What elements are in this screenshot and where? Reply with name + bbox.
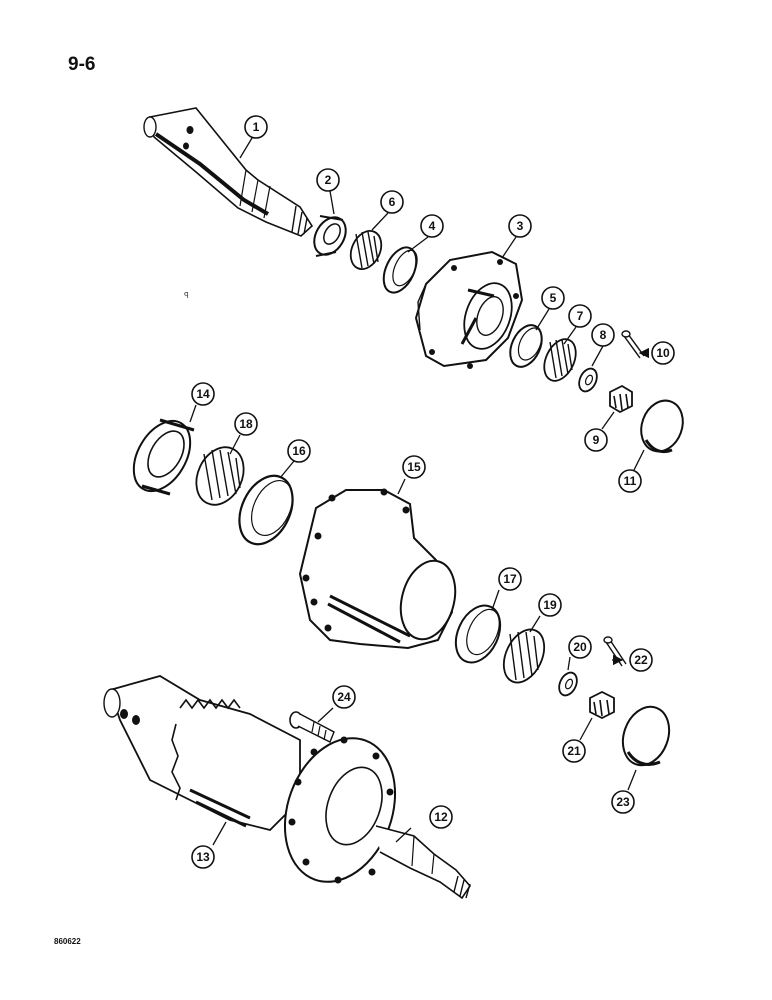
callout-label: 17 [503,572,517,586]
callout-label: 12 [434,810,448,824]
stray-mark: ꟼ [184,291,189,300]
callout-label: 22 [634,653,648,667]
callout-1: 1 [244,115,268,139]
callout-label: 2 [325,173,332,187]
callout-7: 7 [568,304,592,328]
callout-label: 4 [429,219,436,233]
hub-part-15 [298,488,457,650]
callout-18: 18 [234,412,258,436]
callout-label: 7 [577,309,584,323]
callout-15: 15 [402,455,426,479]
seal-part-14 [132,418,195,496]
figure-code: 860622 [54,937,81,946]
callout-label: 23 [616,795,630,809]
bearing-cone-part-18 [195,446,245,506]
callout-label: 9 [593,433,600,447]
callout-label: 21 [567,744,581,758]
bearing-cone-part-7 [543,338,577,382]
callout-label: 16 [292,444,306,458]
bearing-cup-part-4 [382,246,418,294]
page-number: 9-6 [68,54,96,75]
castle-nut-part-9 [609,384,633,414]
washer-part-8 [578,367,598,393]
callout-17: 17 [498,567,522,591]
callout-11: 11 [618,469,642,493]
callout-19: 19 [538,593,562,617]
callout-2: 2 [316,168,340,192]
spindle-flange-part-12 [283,736,472,900]
dust-cap-part-11 [640,399,684,454]
callout-24: 24 [332,685,356,709]
seal-part-2 [313,215,347,257]
callout-label: 3 [517,219,524,233]
bearing-cup-part-5 [509,324,543,368]
callout-label: 6 [389,195,396,209]
spindle-shaft-part-1 [143,107,314,237]
callout-label: 5 [550,291,557,305]
callout-5: 5 [541,286,565,310]
castle-nut-part-21 [589,690,615,720]
bolt-part-24 [289,711,335,743]
callout-22: 22 [629,648,653,672]
callout-12: 12 [429,805,453,829]
bearing-cone-part-6 [349,230,383,270]
cotter-pin-part-10 [621,330,645,359]
callout-14: 14 [191,382,215,406]
callout-label: 10 [656,346,670,360]
callout-21: 21 [562,739,586,763]
callout-label: 24 [337,690,351,704]
callout-label: 19 [543,598,557,612]
dust-cap-part-23 [621,705,671,767]
callout-9: 9 [584,428,608,452]
callout-3: 3 [508,214,532,238]
callout-label: 18 [239,417,253,431]
callout-label: 11 [624,474,637,488]
bearing-cone-part-19 [502,628,546,684]
callout-10: 10 [651,341,675,365]
callout-label: 15 [407,460,421,474]
callout-20: 20 [568,635,592,659]
cotter-pin-part-22 [603,636,627,667]
callout-8: 8 [591,323,615,347]
callout-label: 13 [196,850,210,864]
callout-6: 6 [380,190,404,214]
callout-label: 20 [573,640,587,654]
callout-23: 23 [611,790,635,814]
callout-label: 14 [196,387,210,401]
hub-part-3 [414,250,524,369]
washer-part-20 [558,671,578,697]
callout-4: 4 [420,214,444,238]
leader-lines [189,137,650,846]
callout-label: 8 [600,328,607,342]
callout-16: 16 [287,439,311,463]
bearing-cup-part-17 [454,604,502,664]
axle-part-13 [103,675,301,831]
callout-13: 13 [191,845,215,869]
callout-label: 1 [253,120,260,134]
